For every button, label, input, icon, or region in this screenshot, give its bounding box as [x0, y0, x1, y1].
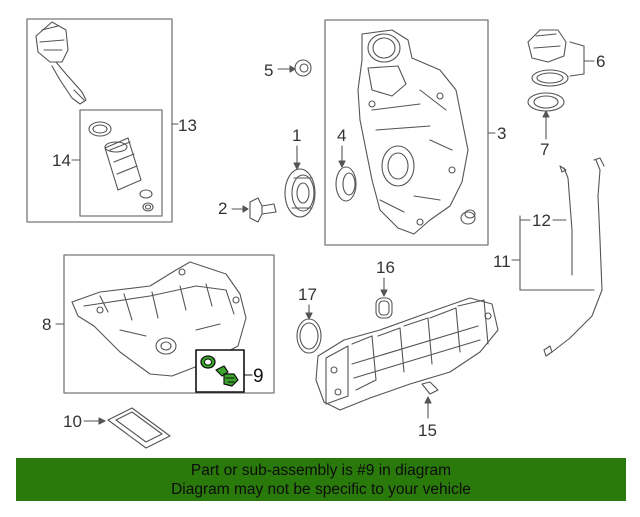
callout-14: 14	[52, 151, 71, 170]
leader-11	[511, 215, 595, 291]
callout-15: 15	[418, 421, 437, 440]
callout-4: 4	[337, 126, 346, 145]
callout-13: 13	[178, 116, 197, 135]
callout-16: 16	[376, 258, 395, 277]
drain-plug-9-drawing[interactable]	[200, 355, 239, 387]
gasket-16-drawing[interactable]	[375, 297, 393, 319]
arrow-5	[289, 65, 296, 73]
leader-6	[569, 41, 595, 77]
callout-2: 2	[218, 199, 227, 218]
pan-cover-10-drawing[interactable]	[107, 407, 171, 449]
callout-6: 6	[596, 52, 605, 71]
callout-10: 10	[63, 412, 82, 431]
callout-5: 5	[264, 61, 273, 80]
gasket-17-drawing[interactable]	[296, 318, 322, 354]
banner-line-2: Diagram may not be specific to your vehi…	[171, 481, 471, 498]
callout-17: 17	[298, 285, 317, 304]
arrow-2	[242, 205, 249, 213]
seal-4-drawing[interactable]	[335, 166, 357, 202]
oil-pan-drawing[interactable]	[71, 261, 247, 377]
arrow-7	[542, 110, 550, 118]
arrow-10	[98, 417, 106, 425]
callout-9: 9	[253, 366, 264, 387]
oil-filter-cap-drawing[interactable]	[35, 21, 87, 105]
timing-cover-drawing[interactable]	[357, 29, 476, 235]
callout-3: 3	[497, 124, 506, 143]
dipstick-drawing[interactable]	[543, 157, 605, 357]
intake-manifold-15-drawing[interactable]	[315, 297, 499, 411]
filler-cap-6-drawing[interactable]	[527, 29, 569, 112]
oil-filter-element-box	[79, 109, 163, 217]
seal-5-drawing[interactable]	[294, 59, 312, 77]
arrow-17	[305, 312, 313, 320]
arrow-1	[293, 162, 301, 170]
callout-7: 7	[540, 140, 549, 159]
oil-filter-group-box	[26, 18, 173, 223]
banner-line-1: Part or sub-assembly is #9 in diagram	[190, 462, 452, 479]
arrow-4	[338, 160, 346, 168]
arrow-15	[424, 396, 432, 404]
callout-8: 8	[42, 315, 51, 334]
callout-1: 1	[292, 126, 301, 145]
arrow-16	[380, 289, 388, 297]
pulley-1-drawing[interactable]	[284, 168, 316, 218]
callout-11: 11	[493, 252, 511, 271]
oil-filter-element-drawing[interactable]	[88, 121, 154, 212]
callout-12: 12	[532, 211, 551, 230]
bolt-2-drawing[interactable]	[249, 197, 277, 223]
info-banner: Part or sub-assembly is #9 in diagram Di…	[16, 458, 626, 501]
